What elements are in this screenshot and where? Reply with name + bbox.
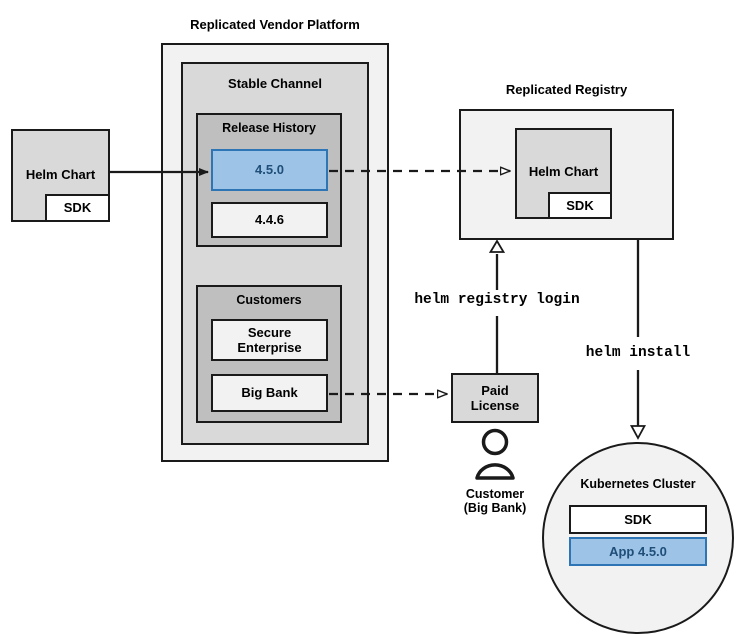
registry-helm-chart-label: Helm Chart [528,164,599,179]
registry-helm-chart-sdk-label: SDK [566,197,594,213]
cluster-item-sdk[interactable]: SDK [569,505,707,534]
paid-license[interactable]: Paid License [451,373,539,423]
release-4-4-6-label: 4.4.6 [255,212,284,228]
cluster-item-app[interactable]: App 4.5.0 [569,537,707,566]
customers-title: Customers [236,293,302,307]
edge-registry-to-cluster [629,240,647,440]
source-helm-chart-sdk[interactable]: SDK [45,194,110,222]
customer-secure-enterprise[interactable]: Secure Enterprise [211,319,328,361]
release-4-5-0[interactable]: 4.5.0 [211,149,328,191]
customer-actor-label: Customer (Big Bank) [463,487,527,515]
cluster-item-sdk-label: SDK [624,511,652,527]
replicated-registry-title: Replicated Registry [505,82,628,97]
release-history-title: Release History [222,121,316,135]
customer-secure-enterprise-label: Secure Enterprise [237,324,302,355]
registry-helm-chart-sdk[interactable]: SDK [548,192,612,219]
paid-license-label: Paid License [470,382,520,413]
person-icon [475,428,515,480]
stable-channel-title: Stable Channel [228,76,322,91]
kubernetes-cluster-title: Kubernetes Cluster [580,477,696,491]
vendor-platform-title: Replicated Vendor Platform [190,17,360,32]
customer-big-bank[interactable]: Big Bank [211,374,328,412]
release-4-5-0-label: 4.5.0 [255,162,284,178]
source-helm-chart-label: Helm Chart [25,167,96,182]
command-helm-install: helm install [585,345,691,361]
customer-big-bank-label: Big Bank [241,385,298,401]
command-registry-login: helm registry login [414,292,580,308]
release-4-4-6[interactable]: 4.4.6 [211,202,328,238]
cluster-item-app-label: App 4.5.0 [609,543,667,559]
source-helm-chart-sdk-label: SDK [63,200,92,216]
